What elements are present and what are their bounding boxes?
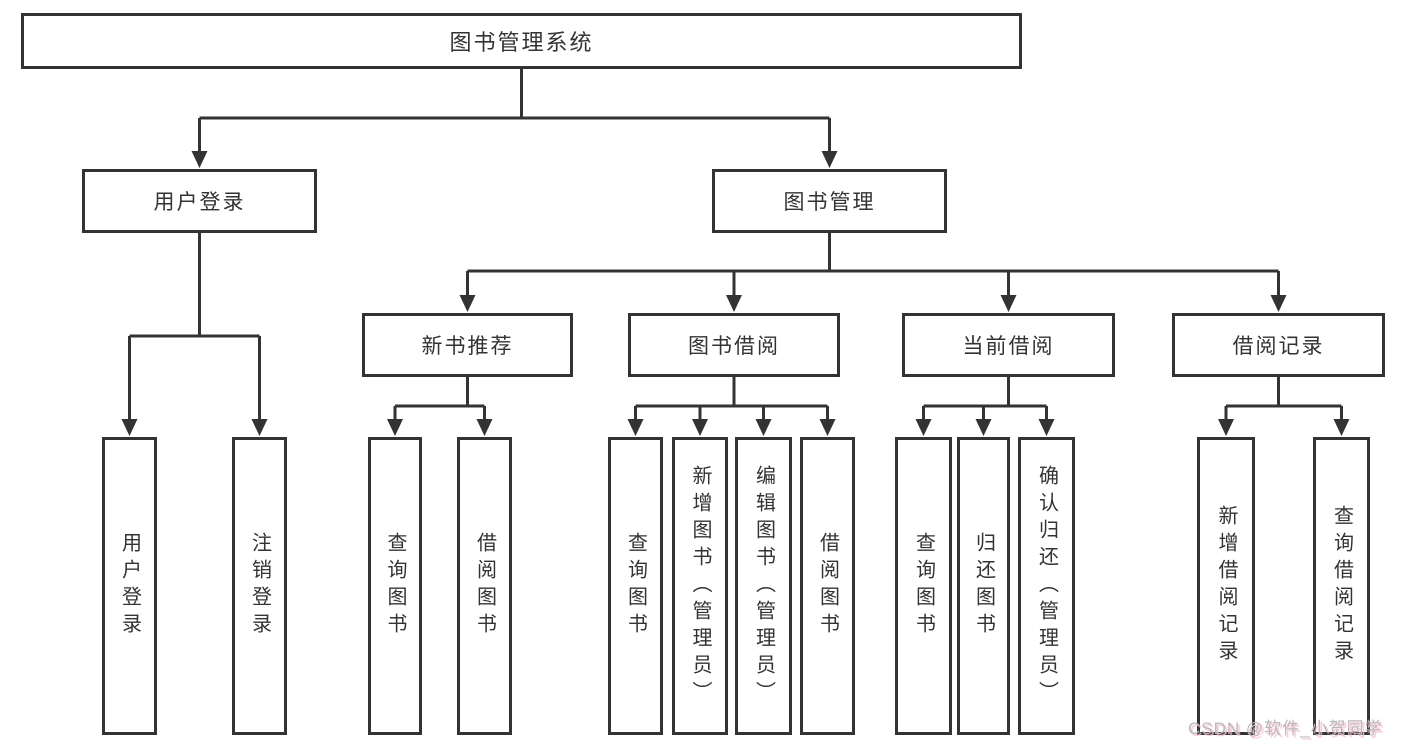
arrow-down-icon (251, 419, 268, 436)
arrow-down-icon (755, 419, 772, 436)
connector-root-to-level2 (191, 67, 838, 168)
leaf-query-books-current: 查询图书 (895, 437, 952, 735)
connector-borrow-records-to-leaves (1218, 376, 1350, 436)
node-new-book-recommend: 新书推荐 (362, 313, 573, 377)
connector-new-book-rec-to-leaves (387, 376, 493, 436)
node-label: 归还图书 (972, 532, 995, 640)
leaf-return-books: 归还图书 (957, 437, 1010, 735)
arrow-down-icon (1038, 419, 1055, 436)
node-label: 确认归还（管理员） (1035, 464, 1058, 708)
node-user-login: 用户登录 (82, 169, 317, 233)
leaf-edit-books-admin: 编辑图书（管理员） (735, 437, 792, 735)
arrow-down-icon (627, 419, 644, 436)
arrow-down-icon (819, 419, 836, 436)
node-current-borrowing: 当前借阅 (902, 313, 1115, 377)
connector-user-login-to-leaves (121, 232, 268, 436)
node-book-borrowing: 图书借阅 (628, 313, 840, 377)
leaf-query-borrow-record: 查询借阅记录 (1313, 437, 1370, 735)
node-label: 新书推荐 (421, 335, 514, 358)
arrow-down-icon (459, 295, 476, 312)
leaf-add-books-admin: 新增图书（管理员） (672, 437, 728, 735)
connector-current-borrow-to-leaves (915, 376, 1055, 436)
arrow-down-icon (1333, 419, 1350, 436)
leaf-borrow-books-recommend: 借阅图书 (457, 437, 512, 735)
node-label: 用户登录 (118, 532, 141, 640)
node-label: 用户登录 (153, 191, 246, 214)
leaf-query-books-recommend: 查询图书 (368, 437, 422, 735)
node-label: 查询图书 (384, 532, 406, 640)
node-label: 查询图书 (912, 532, 935, 640)
node-label: 借阅图书 (473, 532, 496, 640)
arrow-down-icon (726, 295, 742, 312)
node-label: 查询借阅记录 (1330, 505, 1353, 667)
leaf-user-login: 用户登录 (102, 437, 157, 735)
arrow-down-icon (821, 151, 838, 168)
node-label: 新增借阅记录 (1215, 505, 1237, 667)
leaf-query-books-borrowing: 查询图书 (608, 437, 663, 735)
leaf-add-borrow-record: 新增借阅记录 (1197, 437, 1255, 735)
node-label: 注销登录 (248, 532, 271, 640)
connector-book-borrow-to-leaves (627, 376, 836, 436)
leaf-confirm-return-admin: 确认归还（管理员） (1018, 437, 1075, 735)
node-label: 图书管理 (783, 191, 876, 214)
arrow-down-icon (1270, 295, 1287, 312)
watermark: CSDN @软件_小贺同学 (1188, 719, 1383, 738)
node-book-management: 图书管理 (712, 169, 947, 233)
arrow-down-icon (476, 419, 493, 436)
arrow-down-icon (1000, 295, 1017, 312)
connector-book-mgmt-to-level3 (459, 232, 1287, 312)
node-root-book-management-system: 图书管理系统 (21, 13, 1022, 69)
node-label: 编辑图书（管理员） (752, 464, 775, 708)
arrow-down-icon (191, 151, 208, 168)
leaf-borrow-books: 借阅图书 (800, 437, 855, 735)
node-borrowing-records: 借阅记录 (1172, 313, 1385, 377)
arrow-down-icon (121, 419, 138, 436)
arrow-down-icon (1218, 419, 1234, 436)
node-label: 图书借阅 (688, 335, 780, 358)
node-label: 新增图书（管理员） (689, 464, 711, 708)
node-label: 借阅记录 (1232, 335, 1325, 358)
leaf-logout: 注销登录 (232, 437, 287, 735)
arrow-down-icon (387, 419, 403, 436)
arrow-down-icon (915, 419, 932, 436)
node-label: 图书管理系统 (449, 30, 594, 55)
arrow-down-icon (975, 419, 992, 436)
node-label: 查询图书 (624, 532, 647, 640)
arrow-down-icon (692, 419, 708, 436)
node-label: 借阅图书 (816, 532, 839, 640)
node-label: 当前借阅 (962, 335, 1055, 358)
